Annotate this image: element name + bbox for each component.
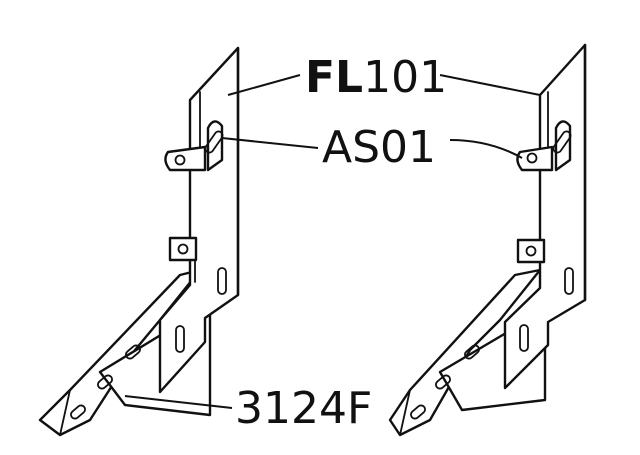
right-plate-slot — [519, 324, 529, 352]
as01-leader-right — [449, 139, 523, 159]
fl101-leader-right — [439, 74, 541, 96]
right-arm-slot — [464, 344, 480, 360]
right-arm-slot — [435, 374, 451, 390]
fl101-label: FL101 — [305, 52, 447, 103]
3124f-label: 3124F — [235, 383, 372, 434]
as01-label: AS01 — [322, 122, 436, 173]
left-arm-slot — [125, 344, 141, 360]
fl101-leader-left — [227, 74, 301, 96]
right-plate-slot — [564, 267, 574, 295]
left-main-plate — [158, 46, 240, 394]
left-arm-slot — [97, 374, 113, 390]
left-middle-tab — [168, 236, 198, 262]
right-arm-slot — [410, 404, 426, 420]
3124f-leader — [124, 395, 233, 409]
right-as01-clip — [516, 120, 572, 172]
left-plate-slot — [217, 267, 227, 295]
left-plate-slot — [175, 325, 185, 353]
right-middle-tab — [516, 238, 546, 264]
left-as01-clip — [164, 120, 224, 172]
left-arm-slot — [70, 404, 86, 420]
leader-lines — [124, 74, 541, 409]
left-bracket — [38, 46, 240, 437]
right-main-plate — [503, 43, 587, 390]
right-bracket — [388, 43, 587, 437]
as01-leader-left — [221, 137, 319, 149]
